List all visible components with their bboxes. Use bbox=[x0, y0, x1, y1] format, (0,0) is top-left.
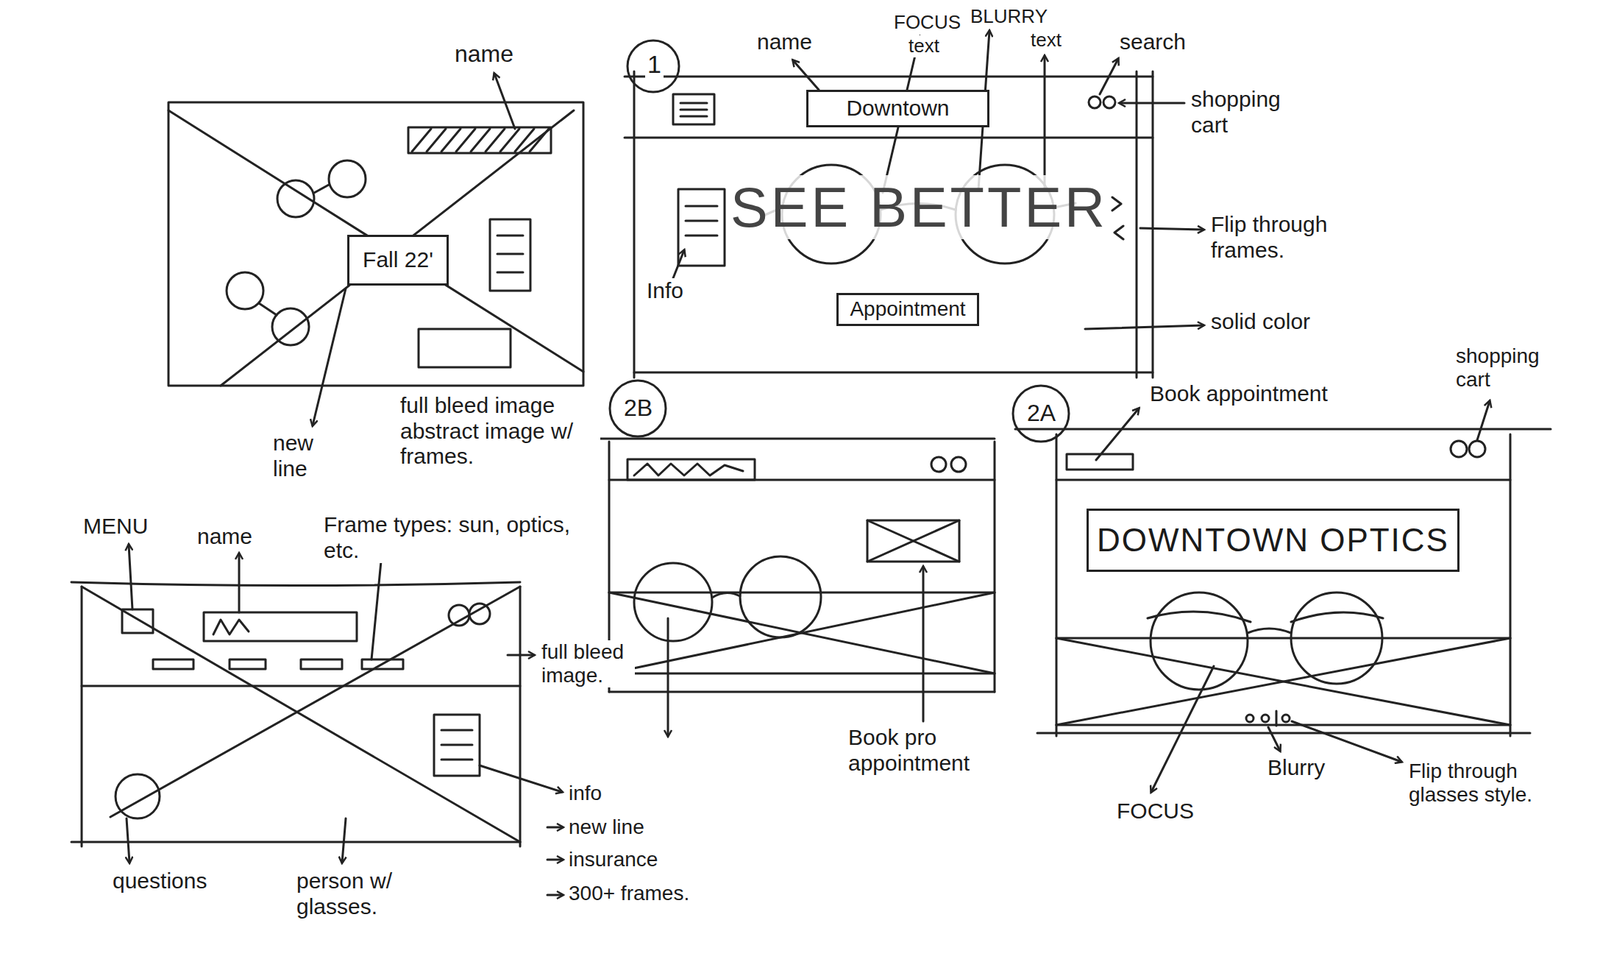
annotation: FOCUS bbox=[1114, 798, 1197, 824]
homepage-sketch-2a bbox=[1012, 385, 1551, 792]
name-box: Downtown bbox=[806, 89, 990, 128]
annotation: Book appointment bbox=[1147, 381, 1331, 407]
annotation: MENU bbox=[80, 513, 151, 540]
annotation: full bleed image. bbox=[539, 640, 635, 688]
box-text: DOWNTOWN OPTICS bbox=[1096, 521, 1450, 560]
annotation: Frame types: sun, optics, etc. bbox=[321, 512, 602, 563]
annotation: name bbox=[452, 40, 516, 68]
homepage-sketch-b bbox=[71, 544, 563, 895]
annotation: Info bbox=[644, 278, 686, 304]
annotation: solid color bbox=[1208, 308, 1313, 335]
annotation: Blurry bbox=[1265, 754, 1328, 781]
annotation: shopping cart bbox=[1188, 86, 1300, 138]
annotation: 1 bbox=[645, 50, 664, 79]
annotation: text bbox=[906, 35, 942, 58]
annotation: BLURRY bbox=[968, 5, 1050, 28]
box-text: Fall 22' bbox=[362, 247, 434, 273]
annotation: Flip through frames. bbox=[1208, 211, 1364, 263]
annotation: questions bbox=[110, 868, 209, 894]
annotation: text bbox=[1028, 29, 1064, 52]
annotation: new line bbox=[566, 815, 647, 839]
annotation: info bbox=[566, 781, 604, 805]
annotation: name bbox=[194, 523, 255, 550]
homepage-sketch-2b bbox=[576, 380, 995, 736]
box-text: Downtown bbox=[845, 95, 949, 122]
annotation: Flip through glasses style. bbox=[1406, 759, 1584, 807]
annotation: 2B bbox=[621, 394, 655, 422]
hero-headline: SEE BETTER bbox=[728, 175, 1111, 240]
annotation: insurance bbox=[566, 847, 660, 871]
annotation: FOCUS bbox=[891, 11, 963, 34]
annotation: person w/ glasses. bbox=[294, 868, 457, 919]
appointment-button: Appointment bbox=[836, 292, 980, 326]
box-text: Appointment bbox=[849, 297, 966, 321]
annotation: Book pro appointment bbox=[845, 724, 1023, 776]
homepage-sketch-1 bbox=[624, 30, 1204, 378]
annotation: name bbox=[754, 29, 815, 56]
homepage-sketch-a bbox=[168, 73, 584, 426]
annotation: full bleed image abstract image w/ frame… bbox=[397, 392, 601, 470]
annotation: 2A bbox=[1024, 399, 1058, 427]
season-box: Fall 22' bbox=[347, 234, 449, 286]
annotation: 300+ frames. bbox=[566, 881, 692, 905]
annotation: new line bbox=[270, 430, 341, 482]
annotation: search bbox=[1117, 29, 1189, 56]
annotation: shopping cart bbox=[1453, 344, 1557, 392]
name-banner: DOWNTOWN OPTICS bbox=[1086, 508, 1460, 572]
